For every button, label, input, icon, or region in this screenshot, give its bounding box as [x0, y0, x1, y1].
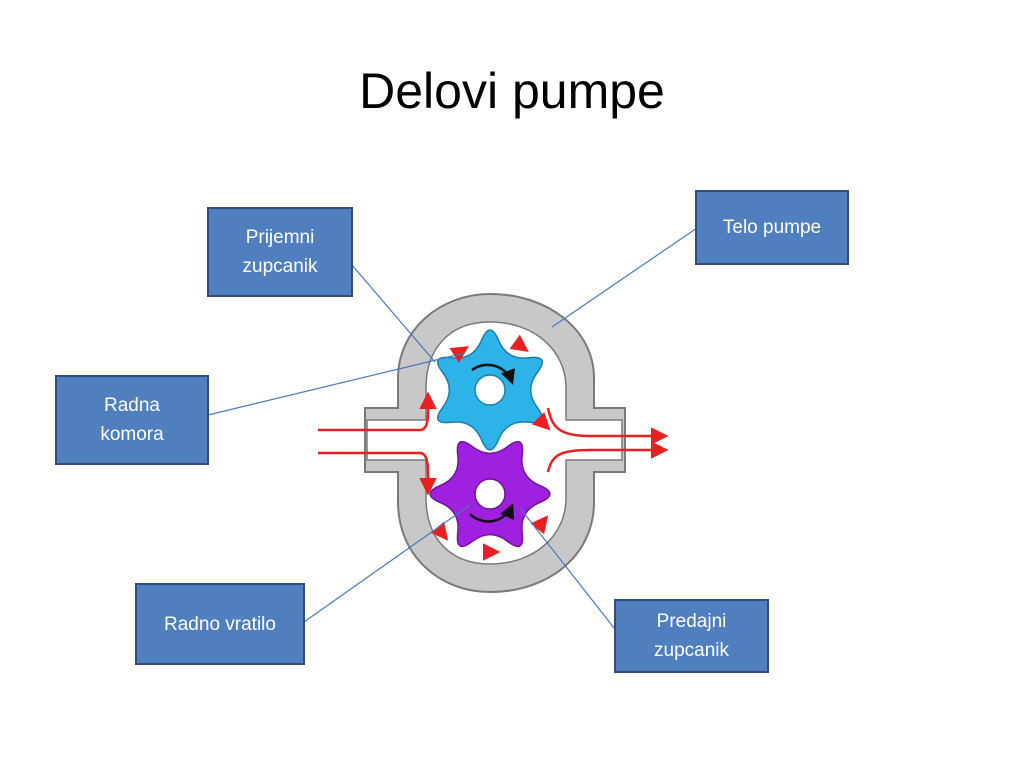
label-predajni-zupcanik: Predajni zupcanik — [614, 599, 769, 673]
drive-gear — [429, 440, 551, 548]
leader-telo — [551, 227, 698, 328]
leader-radna-komora — [207, 352, 466, 416]
label-radno-vratilo: Radno vratilo — [135, 583, 305, 665]
label-prijemni-zupcanik: Prijemni zupcanik — [207, 207, 353, 297]
label-radna-komora: Radna komora — [55, 375, 209, 465]
leader-radno-vratilo — [303, 504, 471, 623]
slide-title: Delovi pumpe — [359, 63, 665, 119]
label-telo-pumpe: Telo pumpe — [695, 190, 849, 265]
leader-prijemni — [351, 264, 436, 363]
leader-lines — [207, 227, 698, 629]
flow-arrows — [318, 334, 669, 561]
leader-predajni — [519, 507, 615, 629]
